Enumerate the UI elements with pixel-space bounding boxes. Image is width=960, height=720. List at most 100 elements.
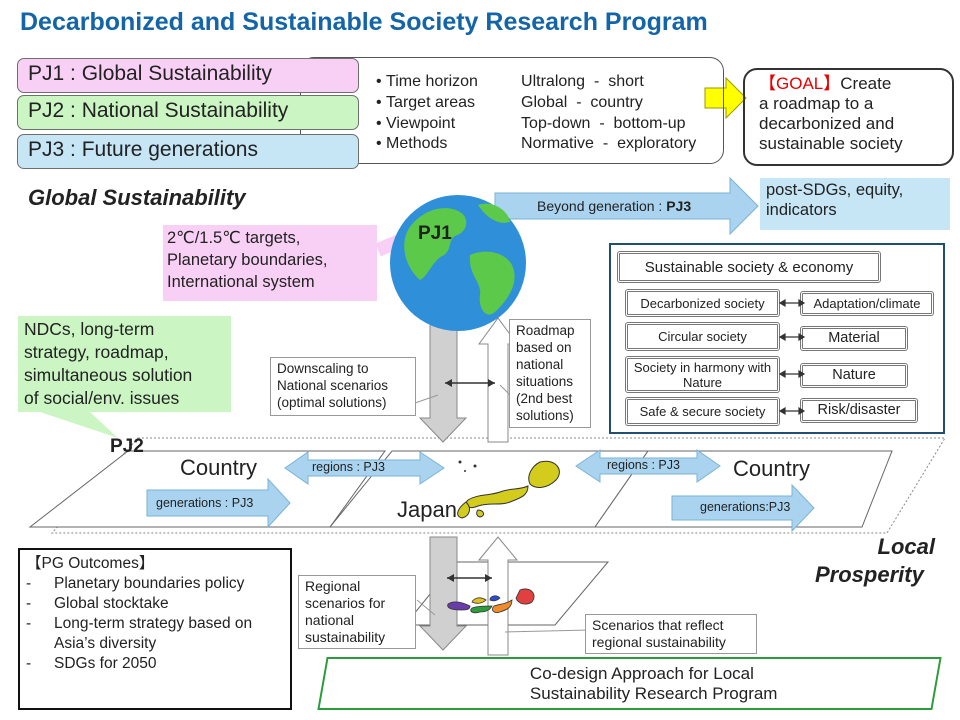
pj2-note-line: NDCs, long-term — [24, 319, 155, 339]
society-left-safe: Safe & secure society — [625, 397, 780, 426]
country-left-label: Country — [180, 455, 258, 480]
generations-arrow-left — [146, 477, 291, 529]
society-right-material: Material — [800, 326, 908, 351]
dimension-key: Methods — [386, 135, 448, 152]
goal-text: decarbonized and — [759, 114, 895, 133]
regional-scenarios-line: national — [305, 612, 355, 628]
goal-text: sustainable society — [759, 134, 903, 153]
goal-text: a roadmap to a — [759, 94, 874, 113]
outcome-item: Global stocktake — [26, 594, 284, 614]
post-sdgs-line: indicators — [766, 201, 837, 219]
regions-left-label: regions : PJ3 — [312, 460, 385, 474]
goal-arrow — [704, 76, 747, 120]
goal-tag: 【GOAL】 — [759, 74, 841, 93]
pg-outcomes-box: 【PG Outcomes】 Planetary boundaries polic… — [18, 548, 292, 710]
downscaling-callout: Downscaling to National scenarios (optim… — [270, 357, 416, 416]
sustainable-society-header: Sustainable society & economy — [617, 251, 881, 283]
society-right-adaptation: Adaptation/climate — [800, 291, 934, 316]
dimension-value: Normative - exploratory — [521, 135, 697, 152]
down-arrow-lower — [418, 536, 468, 651]
dimension-value: Top-down - bottom-up — [521, 115, 686, 132]
green-callout-pointer — [40, 412, 118, 438]
dimension-key: Target areas — [386, 94, 475, 111]
scenarios-reflect-line: Scenarios that reflect — [592, 617, 724, 633]
pj1-notes: 2℃/1.5℃ targets, Planetary boundaries, I… — [163, 225, 377, 301]
pj2-note-line: simultaneous solution — [24, 365, 193, 385]
society-left-decarbonized: Decarbonized society — [625, 289, 780, 317]
downscaling-line: National scenarios — [277, 378, 389, 393]
society-left-circular: Circular society — [625, 322, 780, 351]
regions-arrow-right — [575, 449, 721, 483]
regions-arrow-left — [284, 451, 445, 485]
post-sdgs-line: post-SDGs, equity, — [766, 181, 904, 199]
regional-scenarios-line: scenarios for — [305, 595, 386, 611]
downscaling-line: (optimal solutions) — [277, 395, 387, 410]
dimension-value: Ultralong - short — [521, 73, 644, 90]
roadmap-line: solutions) — [516, 408, 574, 423]
goal-box: 【GOAL】Create a roadmap to a decarbonized… — [743, 68, 954, 166]
society-right-nature: Nature — [800, 363, 908, 388]
roadmap-line: situations — [516, 374, 574, 389]
pj2-note-line: strategy, roadmap, — [24, 342, 169, 362]
generations-right-label: generations:PJ3 — [700, 500, 791, 514]
beyond-generation-text: Beyond generation : — [537, 198, 667, 214]
double-arrow-lower-right-head — [485, 574, 492, 582]
beyond-generation-pj: PJ3 — [666, 198, 692, 214]
globe-icon — [390, 195, 526, 331]
goal-text: Create — [840, 74, 892, 93]
pj2-note-line: of social/env. issues — [24, 388, 180, 408]
regions-right-label: regions : PJ3 — [607, 458, 680, 472]
pg-outcomes-title: 【PG Outcomes】 — [26, 555, 155, 572]
codesign-line: Sustainability Research Program — [529, 684, 778, 703]
society-connectors — [778, 298, 806, 416]
project-pj3: PJ3 : Future generations — [17, 134, 359, 169]
double-arrow-upper-right-head — [488, 379, 495, 387]
down-arrow-upper — [418, 323, 468, 443]
reflect-pointer — [504, 629, 591, 633]
japan-label: Japan — [397, 497, 457, 522]
beyond-generation-label: Beyond generation : PJ3 — [537, 198, 691, 214]
pj1-note-line: 2℃/1.5℃ targets, — [167, 229, 301, 247]
double-arrow-upper-left-head — [445, 379, 452, 387]
pj2-label: PJ2 — [110, 436, 144, 457]
outcome-item: Planetary boundaries policy — [26, 574, 284, 594]
local-prosperity-heading: Local — [815, 533, 935, 561]
roadmap-callout: Roadmap based on national situations (2n… — [509, 319, 591, 428]
country-right-label: Country — [733, 456, 811, 481]
project-pj1: PJ1 : Global Sustainability — [17, 58, 359, 93]
roadmap-pointer — [499, 384, 511, 396]
japan-map-icon — [457, 460, 560, 519]
post-sdgs-note: post-SDGs, equity, indicators — [760, 178, 950, 230]
regional-scenarios-line: Regional — [305, 578, 361, 594]
local-prosperity-line: Prosperity — [815, 562, 924, 587]
regional-pointer — [416, 599, 436, 616]
global-sustainability-heading: Global Sustainability — [28, 185, 246, 210]
scenarios-reflect-callout: Scenarios that reflect regional sustaina… — [585, 614, 757, 654]
scenarios-reflect-line: regional sustainability — [592, 634, 726, 650]
globe-label: PJ1 — [418, 223, 452, 244]
outcome-item: Long-term strategy based on Asia’s diver… — [26, 614, 284, 654]
roadmap-line: national — [516, 357, 564, 372]
generations-left-label: generations : PJ3 — [156, 496, 254, 510]
pj1-note-line: Planetary boundaries, — [167, 251, 328, 269]
generations-arrow-right — [671, 483, 815, 533]
regional-scenarios-line: sustainability — [305, 629, 386, 645]
codesign-text: Co-design Approach for Local Sustainabil… — [530, 664, 778, 704]
codesign-banner: Co-design Approach for Local Sustainabil… — [317, 657, 942, 710]
roadmap-line: based on — [516, 340, 572, 355]
downscaling-pointer — [414, 394, 439, 404]
downscaling-line: Downscaling to — [277, 361, 369, 376]
dimension-key: Viewpoint — [386, 115, 456, 132]
pj2-notes: NDCs, long-term strategy, roadmap, simul… — [18, 316, 231, 412]
society-left-harmony: Society in harmony with Nature — [625, 356, 780, 393]
dimension-value: Global - country — [521, 94, 643, 111]
regional-japan-map-icon — [447, 588, 535, 614]
regional-scenarios-callout: Regional scenarios for national sustaina… — [298, 575, 416, 649]
society-right-risk: Risk/disaster — [800, 398, 918, 423]
codesign-line: Co-design Approach for Local — [529, 664, 754, 683]
pj1-note-line: International system — [167, 273, 315, 291]
local-prosperity-line: Local — [877, 534, 935, 559]
